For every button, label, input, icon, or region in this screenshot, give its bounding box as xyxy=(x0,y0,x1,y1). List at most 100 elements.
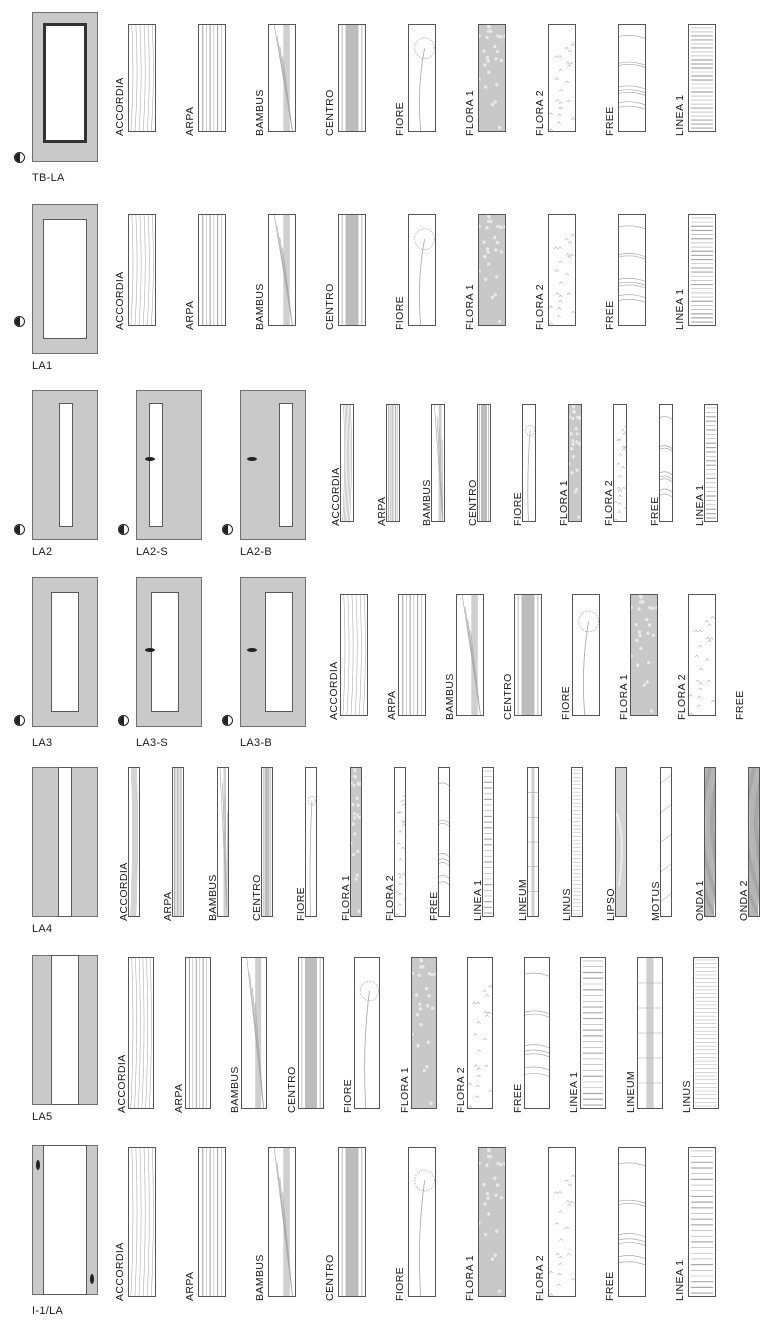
pattern-label: CENTRO xyxy=(285,1066,298,1113)
pattern-swatch xyxy=(476,404,491,522)
pattern-label: LINEUM xyxy=(624,1070,637,1113)
section-la2: LA2 LA2-S LA2-B xyxy=(0,380,769,565)
door-la2-s xyxy=(136,390,202,540)
pattern-swatch xyxy=(198,1147,226,1297)
door-code: LA3-S xyxy=(136,737,169,749)
pattern-swatch xyxy=(268,24,296,132)
pattern-label: CENTRO xyxy=(324,89,336,136)
pattern-label: CENTRO xyxy=(324,1254,336,1301)
pattern-label: FIORE xyxy=(394,101,406,136)
pattern-swatch xyxy=(572,594,600,716)
section-la1: LA1 xyxy=(0,190,769,380)
pattern-swatch xyxy=(467,957,493,1109)
pattern-label: FLORA 2 xyxy=(534,90,546,136)
pattern-swatch xyxy=(305,767,318,917)
pattern-label: ACCORDIA xyxy=(114,77,126,136)
pattern-label: FLORA 1 xyxy=(618,674,630,720)
door-la3-s xyxy=(136,577,202,727)
pattern-swatch xyxy=(393,767,406,917)
half-circle-icon xyxy=(118,715,129,726)
door-code: LA5 xyxy=(32,1111,53,1123)
pattern-swatch xyxy=(618,1147,646,1297)
pattern-label: ARPA xyxy=(184,106,196,136)
section-tb-la: TB-LA xyxy=(0,0,769,190)
pattern-swatch xyxy=(128,214,156,326)
pattern-swatch xyxy=(340,404,354,522)
pattern-swatch xyxy=(636,957,663,1109)
pattern-swatch xyxy=(580,957,606,1109)
pattern-swatch xyxy=(349,767,362,917)
pattern-swatch xyxy=(703,767,716,917)
section-la3: LA3 LA3-S LA3-B xyxy=(0,565,769,755)
pattern-swatch xyxy=(184,957,211,1109)
pattern-swatch xyxy=(408,214,436,326)
half-circle-icon xyxy=(118,524,129,535)
pattern-label: FREE xyxy=(734,690,746,720)
pattern-label: FLORA 1 xyxy=(464,1255,476,1301)
door-code: LA2-B xyxy=(240,546,273,558)
door-tb-la xyxy=(32,12,98,162)
door-code: LA4 xyxy=(32,923,53,935)
pattern-swatch xyxy=(268,214,296,326)
pattern-swatch xyxy=(340,594,368,716)
pattern-label: FREE xyxy=(604,300,616,330)
door-la1 xyxy=(32,204,98,354)
pattern-swatch xyxy=(198,214,226,326)
pattern-label: ACCORDIA xyxy=(114,271,126,330)
pattern-label: BAMBUS xyxy=(254,283,266,330)
pattern-label: LINEA 1 xyxy=(674,94,686,136)
door-la2-b xyxy=(240,390,306,540)
pattern-label: LINEA 1 xyxy=(568,1071,580,1113)
pattern-swatch xyxy=(172,767,185,917)
pattern-swatch xyxy=(567,404,582,522)
pattern-swatch xyxy=(618,24,646,132)
pattern-swatch xyxy=(548,214,576,326)
door-code: LA2-S xyxy=(136,546,169,558)
half-circle-icon xyxy=(14,152,25,163)
pattern-label: FLORA 1 xyxy=(464,284,476,330)
pattern-label: ARPA xyxy=(172,1083,185,1113)
pattern-swatch xyxy=(482,767,495,917)
pattern-swatch xyxy=(514,594,542,716)
pattern-swatch xyxy=(704,404,718,522)
pattern-swatch xyxy=(398,594,426,716)
pattern-swatch xyxy=(571,767,583,917)
pattern-swatch xyxy=(613,404,627,522)
pattern-swatch xyxy=(338,1147,366,1297)
pattern-label: FLORA 2 xyxy=(455,1067,467,1113)
section-i1-la: I-1/LA xyxy=(0,1135,769,1324)
pattern-label: FIORE xyxy=(394,1266,406,1301)
section-la5: LA5 xyxy=(0,945,769,1135)
pattern-swatch xyxy=(128,1147,156,1297)
pattern-swatch xyxy=(408,24,436,132)
pattern-swatch xyxy=(354,957,380,1109)
pattern-label: BAMBUS xyxy=(254,89,266,136)
pattern-swatch xyxy=(548,24,576,132)
door-la4 xyxy=(32,767,98,917)
pattern-label: LINEA 1 xyxy=(674,288,686,330)
pattern-label: ARPA xyxy=(184,300,196,330)
pattern-swatch xyxy=(241,957,267,1109)
pattern-swatch xyxy=(548,1147,576,1297)
half-circle-icon xyxy=(222,524,233,535)
pattern-swatch xyxy=(410,957,437,1109)
pattern-swatch xyxy=(338,214,366,326)
pattern-swatch xyxy=(385,404,400,522)
pattern-swatch xyxy=(297,957,324,1109)
pattern-swatch xyxy=(615,767,628,917)
pattern-label: FLORA 2 xyxy=(534,1255,546,1301)
door-i1-la xyxy=(32,1145,98,1295)
pattern-label: FIORE xyxy=(394,295,406,330)
pattern-label: ARPA xyxy=(386,690,398,720)
pattern-swatch xyxy=(408,1147,436,1297)
pattern-label: FREE xyxy=(604,106,616,136)
pattern-swatch xyxy=(478,24,506,132)
pattern-label: FLORA 2 xyxy=(534,284,546,330)
door-code: LA3 xyxy=(32,737,53,749)
pattern-label: FREE xyxy=(511,1083,524,1113)
pattern-label: LINUS xyxy=(681,1080,693,1113)
pattern-swatch xyxy=(268,1147,296,1297)
pattern-label: BAMBUS xyxy=(229,1066,241,1113)
pattern-label: FLORA 1 xyxy=(464,90,476,136)
pattern-swatch xyxy=(260,767,273,917)
